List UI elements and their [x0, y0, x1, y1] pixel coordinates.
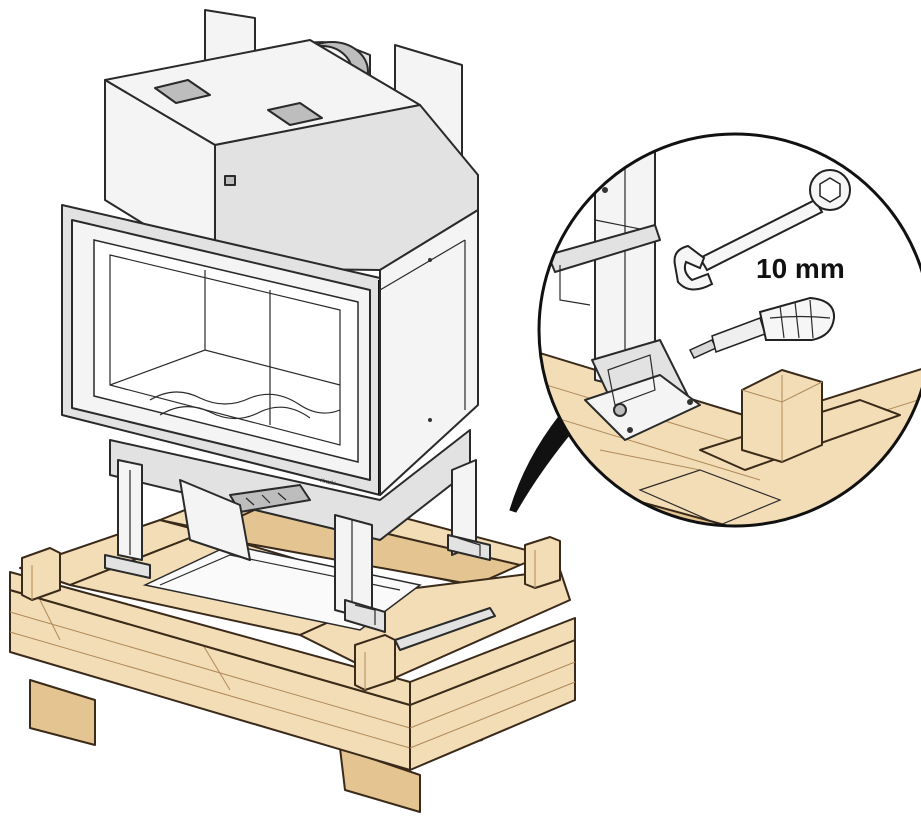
- crate-top-rim-right: [409, 617, 576, 706]
- door-glass: [93, 239, 359, 463]
- foot-bracket-left: [104, 554, 151, 579]
- wrench-size-label: 10 mm: [756, 253, 845, 284]
- detail-callout: 10 mm: [537, 132, 921, 528]
- leg-center-support: [179, 479, 251, 561]
- hood-vent-right: [267, 102, 323, 126]
- detail-circle-border: [537, 132, 921, 528]
- crate-corner-block-right: [524, 536, 561, 589]
- hood-vent-left: [154, 79, 211, 104]
- detail-bolt: [613, 403, 627, 417]
- wrench-handle: [698, 198, 824, 272]
- insert-side-body: [379, 209, 479, 496]
- detail-foot-plate: [584, 374, 701, 441]
- wrench-icon: [673, 169, 851, 291]
- detail-upper-bracket: [547, 224, 661, 273]
- screwdriver-icon: [688, 296, 836, 359]
- hood-label-plate: [224, 175, 236, 186]
- firebox-grate: [149, 391, 341, 414]
- crate-corner-block-left: [21, 547, 61, 601]
- crate-skid-left: [29, 679, 96, 746]
- crate-corner-block-front: [354, 634, 396, 691]
- wooden-crate: [9, 479, 576, 813]
- brand-marking: Kratki: [320, 478, 337, 487]
- wrench-open-end: [673, 244, 714, 291]
- fireplace-insert: Kratki: [61, 9, 491, 633]
- crate-inner-rail: [394, 607, 496, 651]
